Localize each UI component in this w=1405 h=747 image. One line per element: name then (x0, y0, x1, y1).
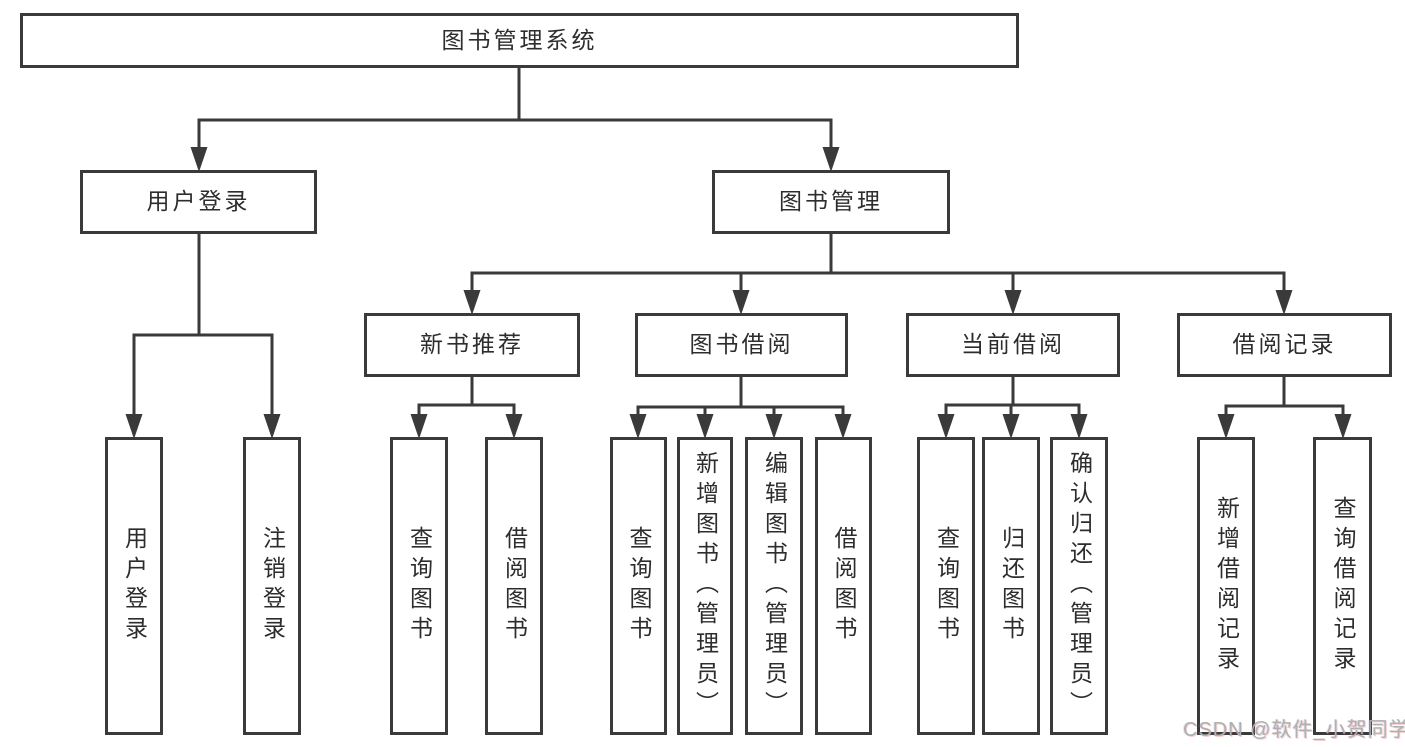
leaf-br-query-record: 查询借阅记录 (1313, 437, 1372, 735)
node-book-borrow: 图书借阅 (635, 313, 848, 377)
leaf-bb-edit-books-admin: 编辑图书（管理员） (745, 437, 803, 735)
leaf-logout: 注销登录 (243, 437, 301, 735)
node-new-books-label: 新书推荐 (420, 331, 524, 358)
leaf-nb-borrow-books: 借阅图书 (485, 437, 543, 735)
node-user-login-label: 用户登录 (146, 188, 251, 215)
leaf-bb-borrow-books-label: 借阅图书 (831, 526, 857, 646)
node-borrow-records: 借阅记录 (1177, 313, 1392, 377)
leaf-cb-confirm-return-admin-label: 确认归还（管理员） (1066, 451, 1093, 721)
node-book-borrow-label: 图书借阅 (689, 331, 794, 358)
leaf-bb-edit-books-admin-label: 编辑图书（管理员） (761, 451, 788, 721)
leaf-br-add-record-label: 新增借阅记录 (1213, 496, 1240, 676)
leaf-br-add-record: 新增借阅记录 (1197, 437, 1255, 735)
leaf-logout-label: 注销登录 (259, 526, 286, 646)
node-current-borrow: 当前借阅 (906, 313, 1120, 377)
node-current-borrow-label: 当前借阅 (961, 331, 1065, 358)
leaf-bb-borrow-books: 借阅图书 (815, 437, 872, 735)
leaf-cb-return-books-label: 归还图书 (998, 526, 1025, 646)
node-root-label: 图书管理系统 (441, 26, 598, 53)
node-book-mgmt-label: 图书管理 (779, 188, 883, 215)
leaf-user-login: 用户登录 (105, 437, 163, 735)
watermark: CSDN @软件_小贺同学 (1183, 719, 1405, 741)
leaf-br-query-record-label: 查询借阅记录 (1330, 496, 1356, 676)
node-borrow-records-label: 借阅记录 (1232, 331, 1337, 358)
leaf-user-login-label: 用户登录 (121, 526, 148, 646)
node-user-login: 用户登录 (80, 170, 317, 234)
leaf-cb-return-books: 归还图书 (982, 437, 1040, 735)
leaf-bb-add-books-admin: 新增图书（管理员） (677, 437, 733, 735)
leaf-cb-confirm-return-admin: 确认归还（管理员） (1050, 437, 1108, 735)
leaf-nb-query-books: 查询图书 (390, 437, 448, 735)
leaf-nb-query-books-label: 查询图书 (406, 526, 433, 646)
leaf-bb-query-books: 查询图书 (610, 437, 667, 735)
leaf-nb-borrow-books-label: 借阅图书 (501, 526, 528, 646)
node-root: 图书管理系统 (20, 13, 1019, 68)
leaf-cb-query-books-label: 查询图书 (933, 526, 960, 646)
node-book-mgmt: 图书管理 (712, 170, 950, 234)
leaf-bb-query-books-label: 查询图书 (626, 526, 652, 646)
leaf-bb-add-books-admin-label: 新增图书（管理员） (692, 451, 719, 721)
node-new-books: 新书推荐 (364, 313, 580, 377)
leaf-cb-query-books: 查询图书 (917, 437, 975, 735)
